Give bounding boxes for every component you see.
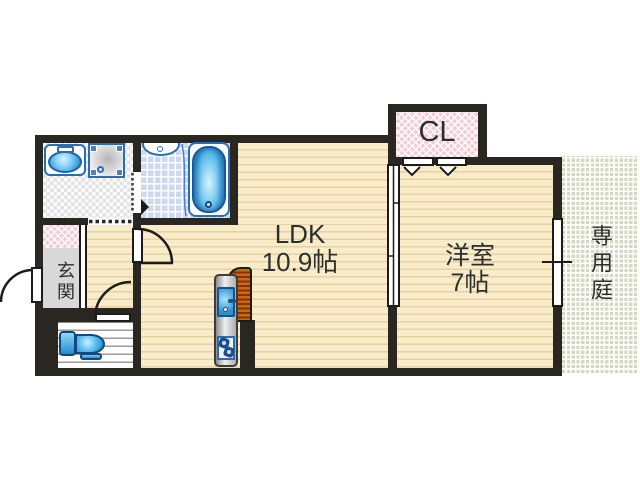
wall-bottom: [35, 368, 562, 376]
pan-corner-bl: [90, 169, 97, 176]
closet-door-right: [436, 157, 467, 166]
western-room-floor: [397, 165, 553, 368]
wall-ldk-western-lower: [388, 307, 397, 368]
entrance-step: [79, 224, 87, 308]
washbasin-bowl: [48, 151, 82, 173]
wall-left-upper: [35, 135, 43, 267]
entrance-door-arc: [0, 268, 34, 303]
bathroom-door-opening: [133, 172, 141, 213]
wall-kitchen-stub: [240, 320, 255, 368]
sliding-door: [387, 164, 400, 307]
ldk-label: LDK 10.9帖: [240, 220, 360, 276]
window: [552, 218, 563, 307]
entrance-door-leaf: [31, 267, 43, 303]
bathtub-drain: [205, 201, 212, 208]
western-room-size: 7帖: [450, 269, 490, 297]
wall-western-top: [478, 157, 562, 165]
toilet-bowl: [75, 334, 105, 354]
toilet-door-leaf: [95, 313, 131, 322]
pan-corner-tl: [90, 145, 97, 152]
ldk-floor-upper: [238, 143, 388, 225]
private-garden-label: 専用庭: [588, 224, 613, 305]
wall-under-bath: [133, 218, 238, 225]
western-room-label: 洋室 7帖: [410, 243, 530, 297]
wall-ldk-western-upper: [388, 143, 397, 165]
pan-drain: [97, 166, 104, 173]
kitchen-faucet: [228, 299, 236, 303]
wall-bath-right: [230, 143, 238, 225]
closet-label: CL: [418, 116, 456, 148]
stove-burner-2-dot: [227, 350, 231, 354]
ldk-size: 10.9帖: [261, 247, 339, 277]
private-garden-area: [562, 156, 637, 373]
closet-interior: [396, 112, 478, 157]
wall-mid-c: [133, 263, 141, 368]
western-room-name: 洋室: [444, 242, 495, 270]
bath-counter-drain: [157, 146, 163, 152]
wall-under-washroom: [43, 218, 88, 225]
shoe-storage: [43, 224, 80, 248]
washroom-opening-dashed: [88, 218, 133, 225]
washbasin-faucet: [57, 146, 74, 153]
pan-corner-br: [116, 169, 123, 176]
toilet-tank: [59, 331, 76, 356]
ldk-name: LDK: [274, 219, 326, 249]
wall-mid-a: [133, 143, 141, 172]
ldk-floor-main: [141, 225, 388, 368]
wall-right-upper: [553, 157, 562, 218]
kitchen-sink-drain: [223, 307, 228, 312]
wall-right-lower: [553, 307, 562, 376]
bathtub-inner: [192, 146, 226, 213]
entrance-floor: [43, 248, 80, 308]
ldk-door-leaf: [132, 228, 143, 263]
pan-corner-tr: [116, 145, 123, 152]
toilet-base: [80, 353, 102, 360]
wall-top: [35, 135, 397, 143]
hallway-floor: [86, 225, 133, 308]
entrance-label: 玄関: [55, 261, 75, 303]
wall-corner-bottom-left: [35, 308, 58, 376]
closet-door-left: [402, 157, 434, 166]
stove-burner-1-dot: [222, 341, 226, 345]
